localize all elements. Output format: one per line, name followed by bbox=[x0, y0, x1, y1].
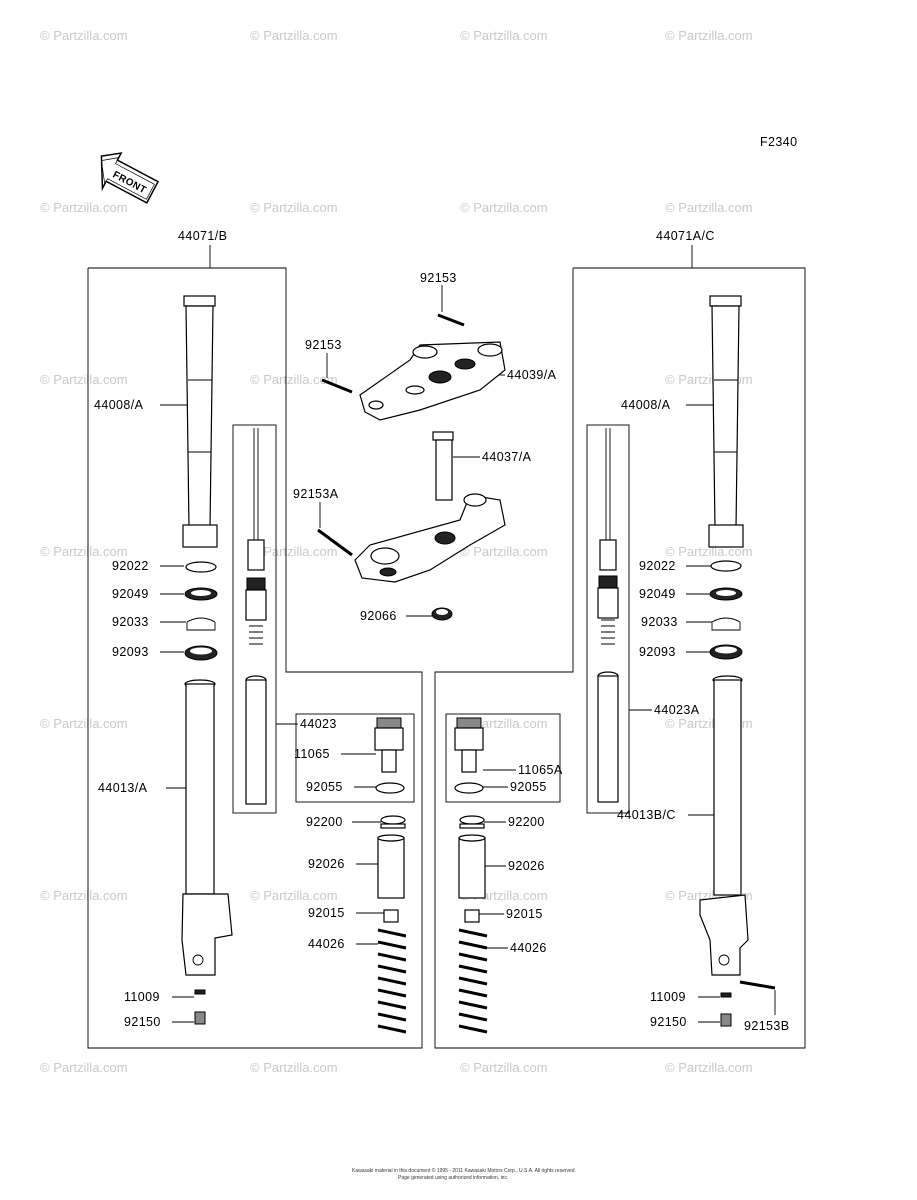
right-fork-parts bbox=[454, 295, 776, 1034]
part-label: 92093 bbox=[639, 645, 676, 659]
watermark: © Partzilla.com bbox=[460, 28, 548, 43]
part-label: 92055 bbox=[306, 780, 343, 794]
part-label: 92015 bbox=[308, 906, 345, 920]
part-label: 92153 bbox=[420, 271, 457, 285]
part-label: 44013/A bbox=[98, 781, 148, 795]
watermark: © Partzilla.com bbox=[40, 200, 128, 215]
watermark: © Partzilla.com bbox=[40, 716, 128, 731]
watermark: © Partzilla.com bbox=[40, 28, 128, 43]
watermark: © Partzilla.com bbox=[250, 200, 338, 215]
part-label: 92026 bbox=[508, 859, 545, 873]
figure-code: F2340 bbox=[760, 135, 797, 149]
part-label: 92022 bbox=[112, 559, 149, 573]
part-label: 92153B bbox=[744, 1019, 790, 1033]
watermark: © Partzilla.com bbox=[665, 372, 753, 387]
right-assembly-title: 44071A/C bbox=[656, 229, 715, 243]
part-label: 92033 bbox=[641, 615, 678, 629]
left-fork-parts bbox=[181, 295, 407, 1034]
part-label: 11065 bbox=[294, 747, 330, 761]
watermarks: © Partzilla.com © Partzilla.com © Partzi… bbox=[40, 28, 753, 1075]
part-label: 92093 bbox=[112, 645, 149, 659]
part-label: 44026 bbox=[308, 937, 345, 951]
watermark: © Partzilla.com bbox=[250, 1060, 338, 1075]
watermark: © Partzilla.com bbox=[460, 716, 548, 731]
copyright-text: Kawasaki material in this document © 199… bbox=[352, 1167, 576, 1174]
watermark: © Partzilla.com bbox=[460, 1060, 548, 1075]
watermark: © Partzilla.com bbox=[250, 28, 338, 43]
watermark: © Partzilla.com bbox=[665, 200, 753, 215]
front-arrow-icon: FRONT bbox=[100, 152, 160, 204]
part-label: 92049 bbox=[112, 587, 149, 601]
part-label: 44013B/C bbox=[617, 808, 676, 822]
leader-lines bbox=[160, 285, 776, 1023]
part-labels: 44071/B 44008/A 92022 92049 92033 92093 … bbox=[94, 229, 790, 1033]
watermark: © Partzilla.com bbox=[40, 1060, 128, 1075]
part-label: 92055 bbox=[510, 780, 547, 794]
part-label: 44008/A bbox=[621, 398, 671, 412]
watermark: © Partzilla.com bbox=[665, 28, 753, 43]
watermark: © Partzilla.com bbox=[665, 544, 753, 559]
watermark: © Partzilla.com bbox=[250, 544, 338, 559]
watermark: © Partzilla.com bbox=[665, 1060, 753, 1075]
part-label: 11065A bbox=[518, 763, 563, 777]
part-label: 92066 bbox=[360, 609, 397, 623]
part-label: 92153 bbox=[305, 338, 342, 352]
part-label: 44026 bbox=[510, 941, 547, 955]
part-label: 92026 bbox=[308, 857, 345, 871]
part-label: 92015 bbox=[506, 907, 543, 921]
watermark: © Partzilla.com bbox=[250, 372, 338, 387]
assembly-outlines bbox=[87, 245, 806, 1049]
part-label: 44039/A bbox=[507, 368, 557, 382]
part-label: 92022 bbox=[639, 559, 676, 573]
part-label: 44023A bbox=[654, 703, 700, 717]
part-label: 44037/A bbox=[482, 450, 532, 464]
part-label: 92200 bbox=[306, 815, 343, 829]
watermark: © Partzilla.com bbox=[460, 544, 548, 559]
part-label: 11009 bbox=[650, 990, 686, 1004]
triple-clamps bbox=[317, 313, 506, 621]
part-label: 92200 bbox=[508, 815, 545, 829]
part-label: 44008/A bbox=[94, 398, 144, 412]
part-label: 92033 bbox=[112, 615, 149, 629]
part-label: 92049 bbox=[639, 587, 676, 601]
watermark: © Partzilla.com bbox=[460, 200, 548, 215]
left-assembly-title: 44071/B bbox=[178, 229, 227, 243]
copyright-text: Page generated using authorized informat… bbox=[398, 1175, 508, 1181]
watermark: © Partzilla.com bbox=[40, 888, 128, 903]
watermark: © Partzilla.com bbox=[250, 888, 338, 903]
part-label: 92150 bbox=[124, 1015, 161, 1029]
part-label: 11009 bbox=[124, 990, 160, 1004]
part-label: 92150 bbox=[650, 1015, 687, 1029]
part-label: 92153A bbox=[293, 487, 339, 501]
watermark: © Partzilla.com bbox=[40, 544, 128, 559]
part-label: 44023 bbox=[300, 717, 337, 731]
watermark: © Partzilla.com bbox=[40, 372, 128, 387]
